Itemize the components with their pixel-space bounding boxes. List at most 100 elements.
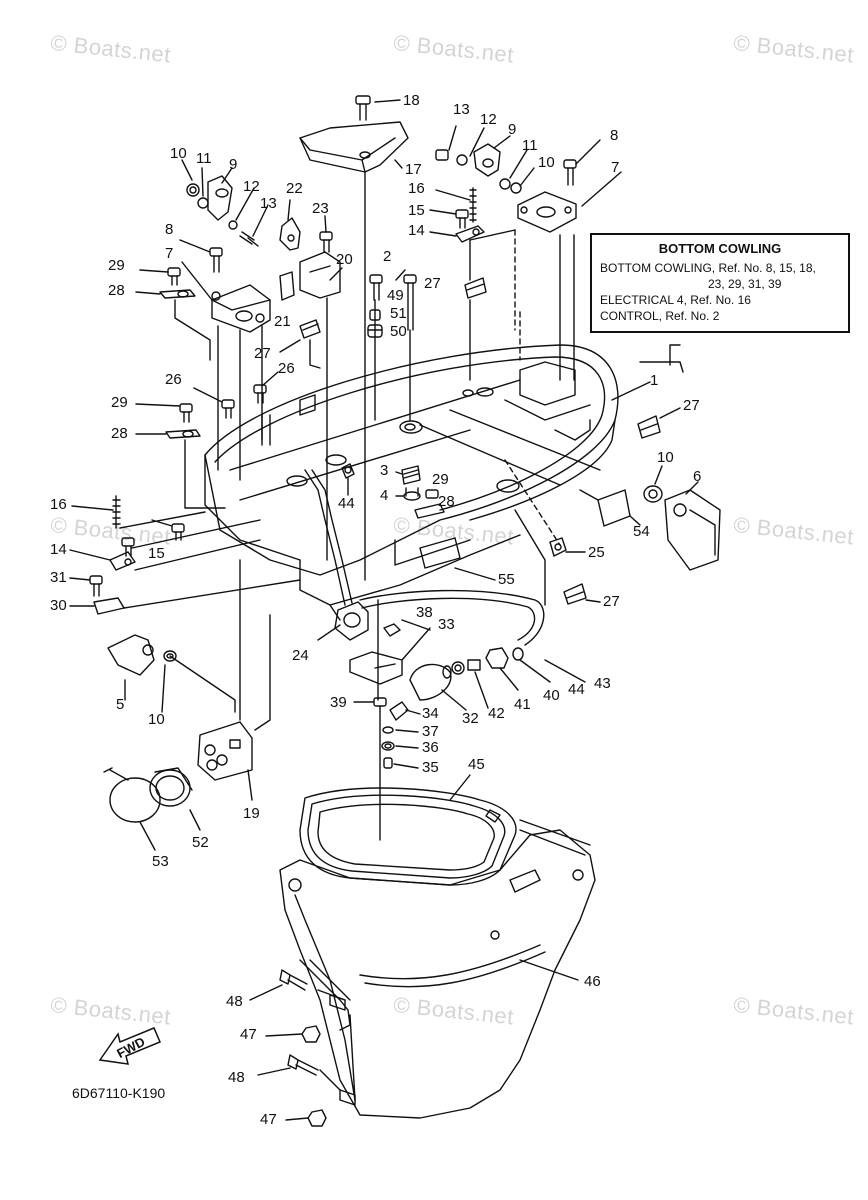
callout-44: 44	[338, 495, 355, 512]
part-55-label	[419, 537, 461, 569]
part-25-grommet	[549, 537, 567, 557]
part-20-bracket	[299, 251, 341, 299]
part-8-bolt-left	[209, 247, 223, 273]
part-16-spring-left	[112, 495, 121, 529]
callout-30: 30	[50, 597, 67, 614]
part-47-nut-2	[307, 1109, 327, 1127]
callout-26: 26	[278, 360, 295, 377]
callout-36: 36	[422, 739, 439, 756]
part-48-bolt	[279, 969, 308, 991]
callout-21: 21	[274, 313, 291, 330]
callout-16: 16	[408, 180, 425, 197]
part-43-hose	[359, 589, 545, 646]
part-16-spring	[469, 187, 477, 223]
callout-17: 17	[405, 161, 422, 178]
callout-23: 23	[312, 200, 329, 217]
part-10-grommet-left	[163, 650, 177, 662]
callout-22: 22	[286, 180, 303, 197]
part-47-nut	[301, 1025, 321, 1043]
callout-3: 3	[380, 462, 389, 479]
callout-27: 27	[603, 593, 620, 610]
part-26-bolt	[221, 384, 267, 419]
callout-31: 31	[50, 569, 67, 586]
part-23-bolt	[319, 231, 333, 253]
callout-28: 28	[108, 282, 125, 299]
part-22-clamp	[279, 217, 301, 251]
callout-29: 29	[432, 471, 449, 488]
callout-15: 15	[148, 545, 165, 562]
part-38-fitting	[383, 623, 401, 637]
fwd-arrow-icon	[98, 1027, 161, 1065]
callout-28: 28	[111, 425, 128, 442]
callout-53: 53	[152, 853, 169, 870]
part-8-bolt-right	[563, 159, 577, 186]
legend-box: BOTTOM COWLING BOTTOM COWLING, Ref. No. …	[590, 233, 850, 333]
bottom-cowling-tray	[204, 344, 619, 621]
part-34-clip	[389, 701, 409, 721]
part-9-bracket	[207, 175, 233, 221]
part-9-bracket-right	[473, 143, 501, 177]
callout-13: 13	[453, 101, 470, 118]
callout-19: 19	[243, 805, 260, 822]
callout-55: 55	[498, 571, 515, 588]
callout-1: 1	[650, 372, 659, 389]
part-30-plate	[93, 597, 125, 615]
part-41-fitting	[467, 659, 481, 671]
callout-2: 2	[383, 248, 392, 265]
callout-48: 48	[226, 993, 243, 1010]
part-31-bolt	[89, 575, 103, 597]
callout-40: 40	[543, 687, 560, 704]
callout-33: 33	[438, 616, 455, 633]
callout-11: 11	[522, 137, 538, 154]
callout-44: 44	[568, 681, 585, 698]
part-29-bolt	[167, 267, 181, 286]
legend-line: CONTROL, Ref. No. 2	[600, 309, 720, 323]
callout-10: 10	[657, 449, 674, 466]
callout-8: 8	[610, 127, 619, 144]
part-37-washer	[382, 726, 394, 734]
legend-line: 23, 29, 31, 39	[708, 277, 782, 291]
callout-7: 7	[165, 245, 174, 262]
callout-10: 10	[148, 711, 165, 728]
callout-5: 5	[116, 696, 125, 713]
callout-48: 48	[228, 1069, 245, 1086]
part-7-bracket-left	[211, 284, 271, 333]
part-21-clip	[279, 271, 295, 301]
part-45-seal	[299, 787, 517, 886]
part-36-washer	[381, 741, 395, 751]
part-54-label	[597, 489, 631, 527]
callout-42: 42	[488, 705, 505, 722]
callout-16: 16	[50, 496, 67, 513]
part-27-grommet-low	[563, 583, 587, 605]
callout-45: 45	[468, 756, 485, 773]
callout-9: 9	[508, 121, 517, 138]
callout-14: 14	[408, 222, 425, 239]
callout-41: 41	[514, 696, 531, 713]
part-46-lower-cowling	[279, 809, 596, 1119]
part-29-bolt-2	[179, 403, 193, 423]
callout-37: 37	[422, 723, 439, 740]
part-10-grommet-right	[643, 485, 663, 503]
callout-9: 9	[229, 156, 238, 173]
callout-54: 54	[633, 523, 650, 540]
part-42-fitting	[451, 661, 465, 675]
legend-title: BOTTOM COWLING	[658, 241, 782, 256]
part-40-nut	[485, 647, 509, 669]
part-35-screw	[383, 757, 393, 769]
callout-27: 27	[424, 275, 441, 292]
callout-29: 29	[111, 394, 128, 411]
callout-34: 34	[422, 705, 439, 722]
callout-10: 10	[538, 154, 555, 171]
callout-14: 14	[50, 541, 67, 558]
callout-24: 24	[292, 647, 309, 664]
part-4-collar	[403, 487, 421, 501]
part-15-bolt	[455, 209, 469, 229]
part-3-grommet	[401, 465, 421, 485]
part-2-bolt	[403, 274, 417, 331]
callout-8: 8	[165, 221, 174, 238]
part-7-bracket-right	[517, 191, 577, 233]
callout-15: 15	[408, 202, 425, 219]
callout-20: 20	[336, 251, 353, 268]
callout-6: 6	[693, 468, 702, 485]
